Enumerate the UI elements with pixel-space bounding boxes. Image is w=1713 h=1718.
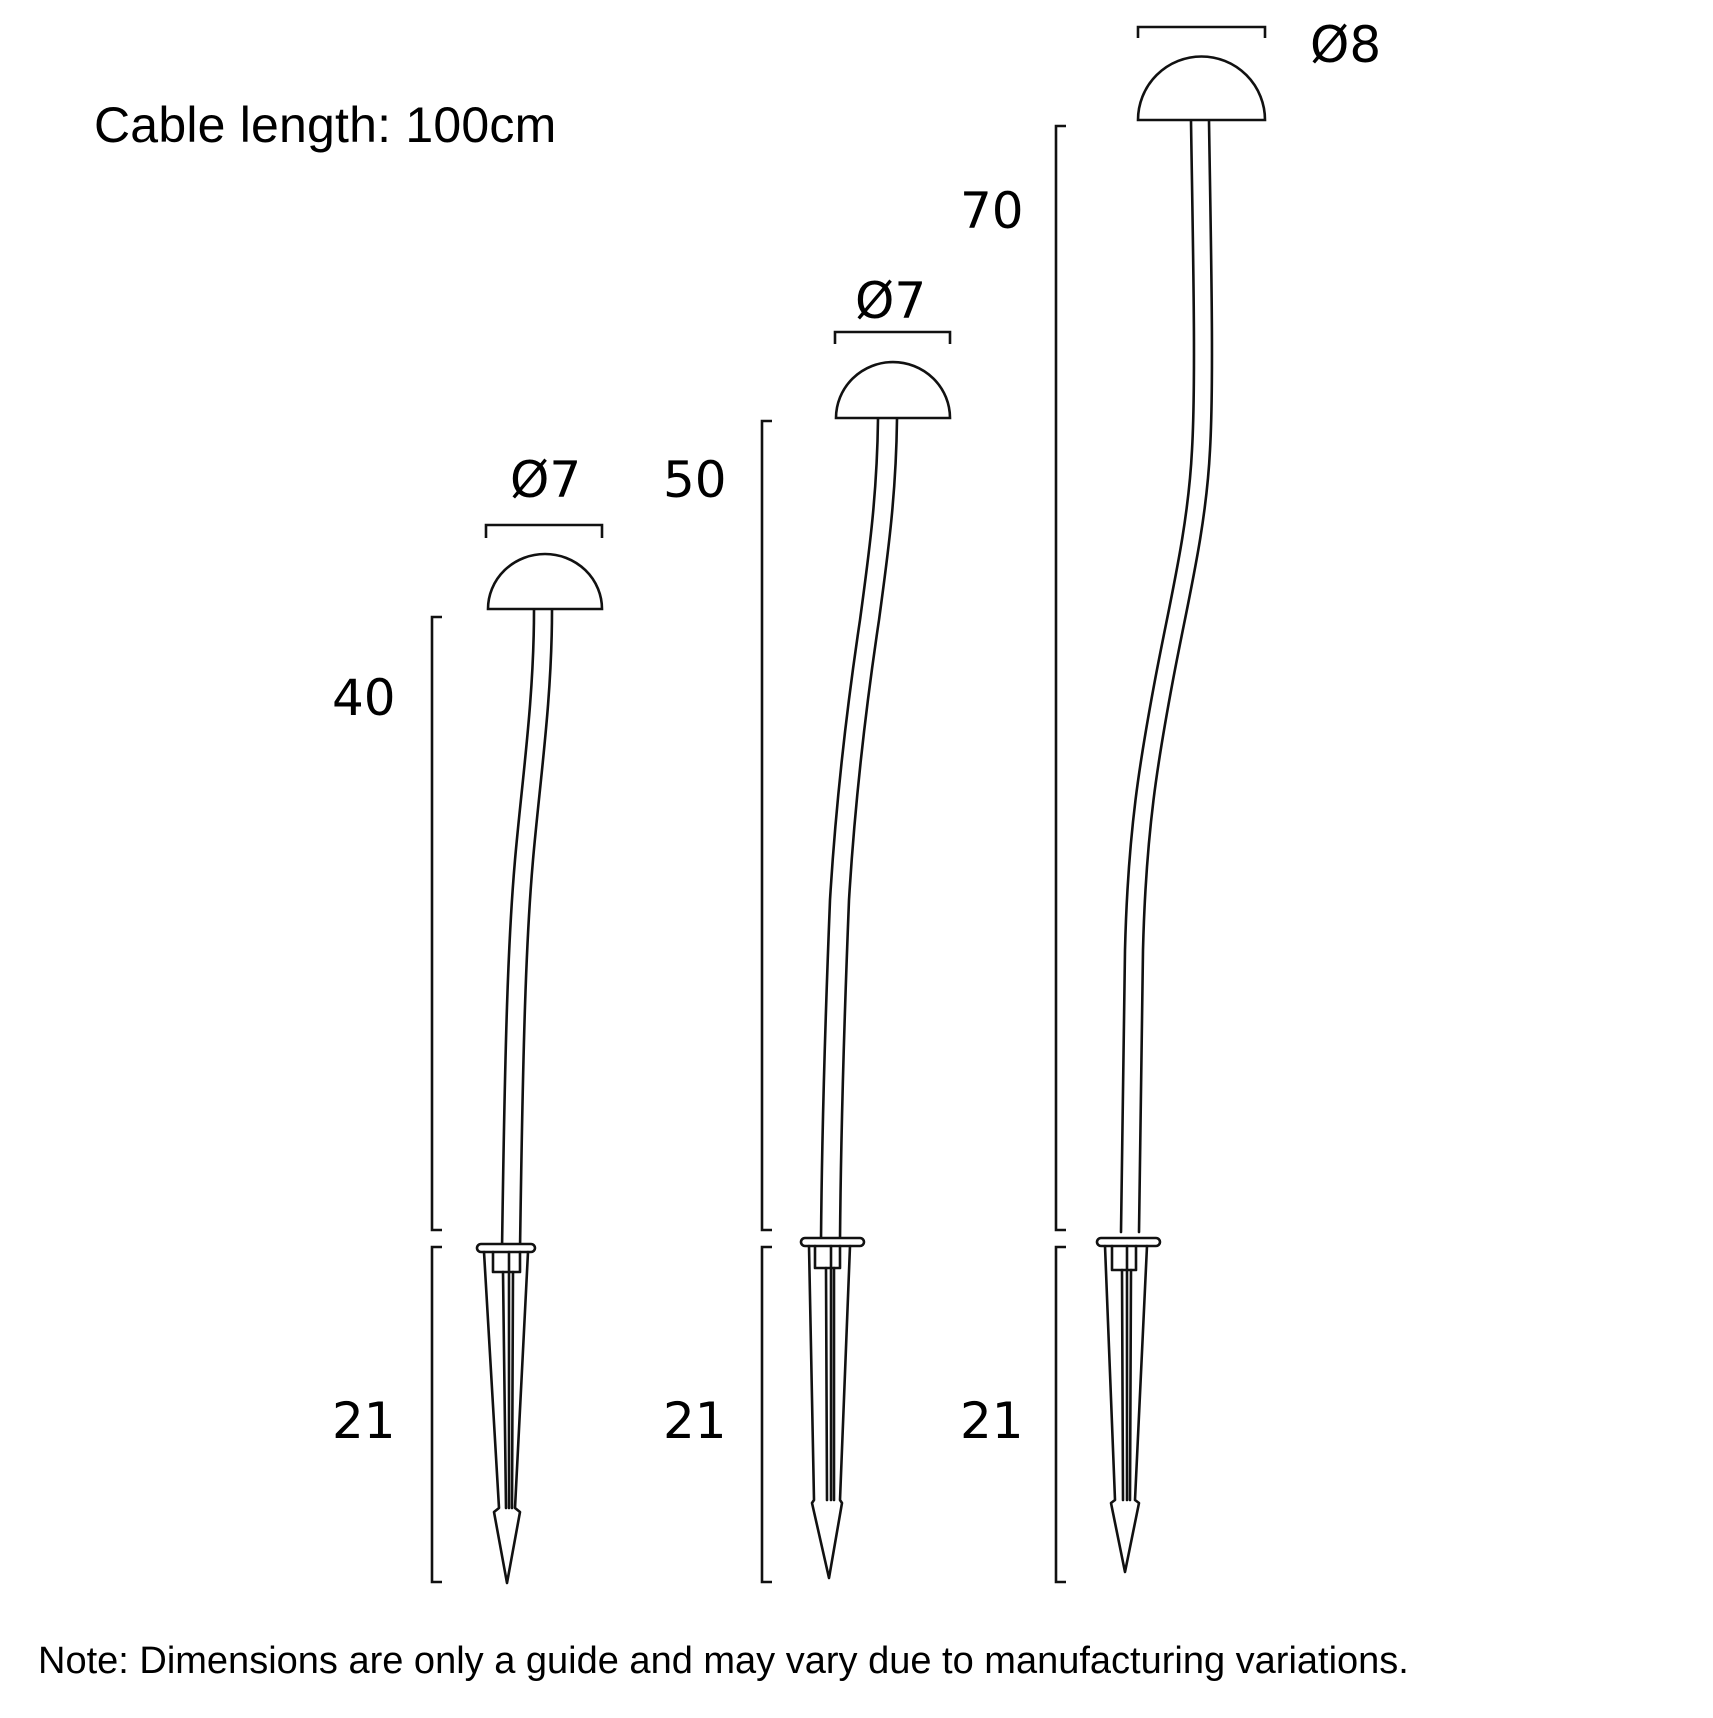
head-diameter-label: Ø7 [855, 272, 926, 330]
spike-height-label: 21 [332, 1392, 396, 1450]
lamp-head [834, 360, 952, 420]
spike-flange [799, 1236, 866, 1248]
cable-height-bracket [760, 419, 772, 1232]
cable-height-bracket [430, 615, 442, 1232]
lamp-head [486, 552, 604, 611]
spike-height-bracket [1054, 1245, 1066, 1584]
cable-height-label: 40 [332, 669, 396, 727]
diameter-bracket [1136, 25, 1267, 38]
head-diameter-label: Ø7 [510, 451, 581, 509]
spike-height-bracket [760, 1245, 772, 1584]
fixture-large: Ø8 70 21 [960, 16, 1381, 1584]
cable-height-label: 70 [960, 182, 1024, 240]
diameter-bracket [833, 330, 952, 344]
cable [819, 417, 880, 1242]
fixture-medium: Ø7 50 21 [663, 272, 952, 1584]
diameter-bracket [484, 523, 604, 538]
ground-spike [1103, 1244, 1149, 1574]
spike-height-label: 21 [663, 1392, 727, 1450]
fixture-small: Ø7 40 21 [332, 451, 604, 1585]
cable [1119, 119, 1196, 1234]
cable-height-bracket [1054, 124, 1066, 1232]
ground-spike [807, 1244, 852, 1580]
spike-height-bracket [430, 1245, 442, 1584]
disclaimer-note: Note: Dimensions are only a guide and ma… [38, 1640, 1409, 1682]
lamp-head [1136, 55, 1267, 122]
spike-flange [1095, 1236, 1162, 1248]
spike-height-label: 21 [960, 1392, 1024, 1450]
head-diameter-label: Ø8 [1310, 16, 1381, 74]
cable-length-label: Cable length: 100cm [94, 97, 557, 153]
ground-spike [482, 1250, 530, 1585]
cable [500, 608, 536, 1252]
spike-flange [475, 1242, 537, 1254]
cable-height-label: 50 [663, 451, 727, 509]
